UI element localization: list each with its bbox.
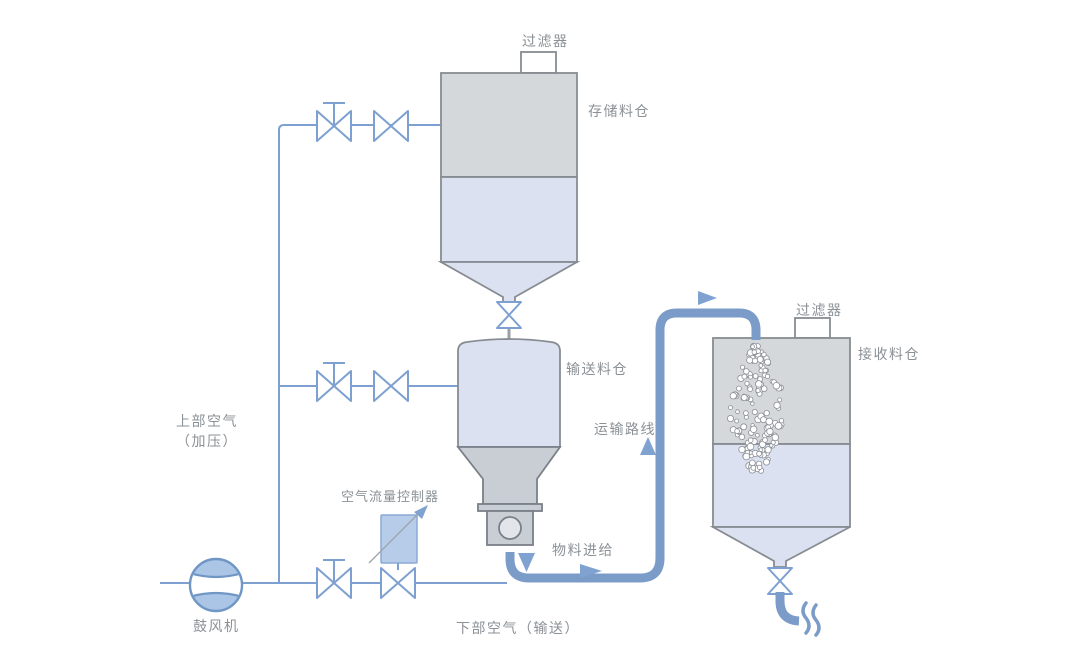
air-line-top-and-vertical: [278, 124, 441, 583]
valve-top-icon: [373, 110, 409, 142]
hand-valve-top-icon: [316, 102, 352, 142]
storage-silo-label: 存储料仓: [588, 103, 650, 119]
transfer-silo-body: [457, 338, 561, 448]
hand-valve-bottom-icon: [316, 559, 352, 599]
storage-filter-label: 过滤器: [522, 33, 569, 49]
particle-plume: [727, 342, 785, 474]
valve-storage-outlet-icon: [496, 301, 522, 329]
upper-air-line1: 上部空气: [176, 413, 238, 429]
receiving-silo-body: [712, 443, 851, 528]
transport-route-label: 运输路线: [594, 421, 656, 437]
storage-silo-shape: [437, 51, 581, 304]
steam-wave-icon: [801, 601, 811, 635]
material-feed-label: 物料进给: [552, 542, 614, 558]
receiving-filter-label: 过滤器: [796, 302, 843, 318]
discharge-pipe: [775, 592, 800, 626]
feeder-window-icon: [498, 516, 522, 540]
receiving-silo-shape: [709, 317, 851, 568]
valve-bottom-icon: [380, 567, 416, 599]
flow-arrow-top-right-icon: [698, 291, 717, 305]
storage-silo-body: [440, 176, 578, 263]
blower-icon: [188, 557, 244, 613]
storage-silo-cone: [437, 261, 581, 304]
valve-receiving-outlet-icon: [767, 567, 793, 595]
air-flow-controller-label: 空气流量控制器: [341, 489, 440, 504]
upper-air-label: 上部空气 （加压）: [176, 411, 238, 452]
transfer-silo-cone: [456, 446, 562, 505]
filter-box-icon: [794, 317, 831, 339]
storage-silo-top: [440, 72, 578, 178]
blower-label: 鼓风机: [193, 618, 240, 634]
transfer-silo-label: 输送料仓: [566, 361, 628, 377]
filter-box-icon: [520, 51, 557, 74]
transfer-silo-shape: [456, 338, 562, 546]
steam-wave-icon: [811, 603, 821, 637]
receiving-silo-cone: [709, 526, 851, 568]
hand-valve-middle-icon: [316, 362, 352, 402]
receiving-silo-label: 接收料仓: [858, 346, 920, 362]
valve-middle-icon: [373, 370, 409, 402]
lower-air-label: 下部空气（输送）: [456, 620, 580, 636]
flow-arrow-right-icon: [580, 564, 602, 578]
flow-arrow-down-icon: [518, 553, 535, 572]
upper-air-line2: （加压）: [176, 433, 238, 450]
flow-arrow-up-icon: [640, 437, 656, 455]
controller-arrow-icon: [414, 505, 428, 519]
transport-pipe: [505, 308, 761, 583]
feeder-flange-top: [477, 503, 543, 512]
air-flow-controller-icon: [368, 505, 428, 570]
